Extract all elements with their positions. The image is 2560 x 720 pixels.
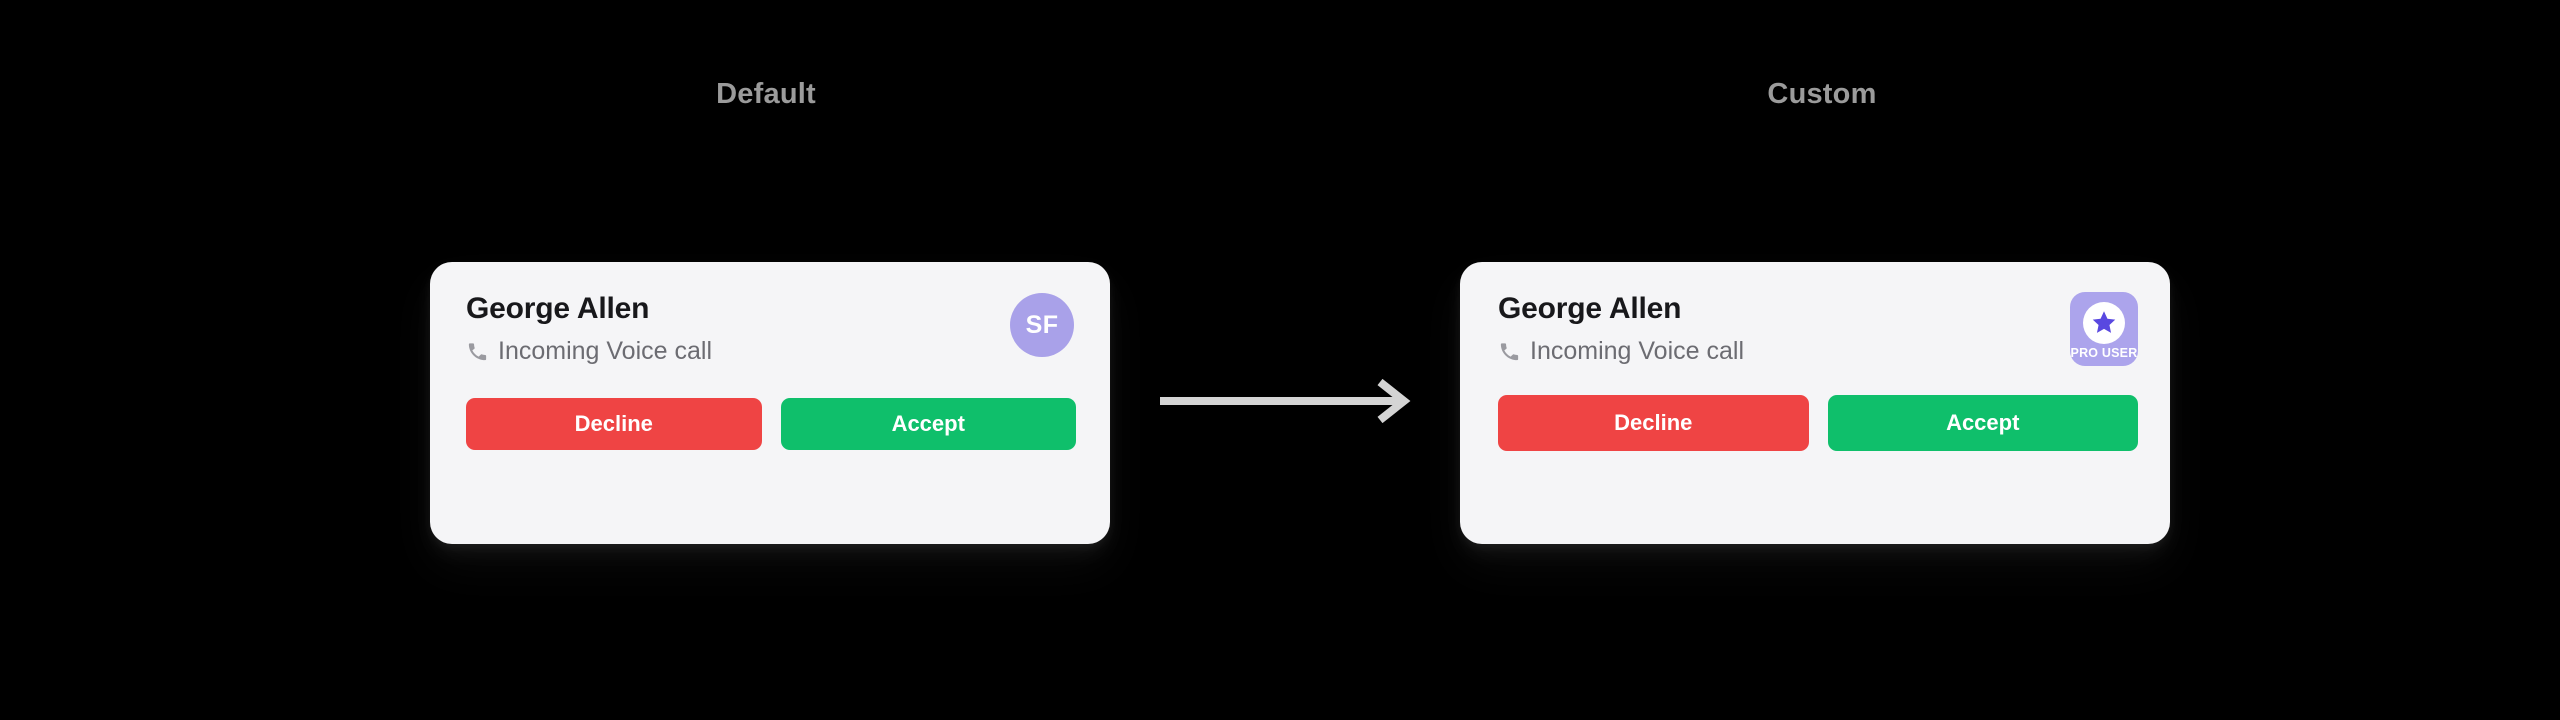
status-badge-label: PRO USER <box>2070 345 2138 360</box>
phone-receiver-icon <box>1498 340 1521 363</box>
call-card-header: George Allen Incoming Voice call PRO USE… <box>1498 292 2138 366</box>
accept-button[interactable]: Accept <box>1827 395 2138 451</box>
decline-button[interactable]: Decline <box>1498 395 1809 451</box>
accept-button[interactable]: Accept <box>780 398 1076 451</box>
call-card-custom: George Allen Incoming Voice call PRO USE… <box>1460 262 2170 544</box>
decline-button[interactable]: Decline <box>466 398 762 451</box>
avatar-initials: SF <box>1025 310 1059 339</box>
caller-name: George Allen <box>1498 292 1682 325</box>
call-card-header: George Allen Incoming Voice call SF <box>466 292 1076 365</box>
star-icon <box>2083 301 2125 344</box>
call-status-text: Incoming Voice call <box>498 336 713 365</box>
call-status-text: Incoming Voice call <box>1530 336 1745 365</box>
caller-name: George Allen <box>466 292 650 325</box>
phone-receiver-icon <box>466 340 489 363</box>
column-heading-custom: Custom <box>1767 78 1877 110</box>
arrow-right-icon <box>1158 378 1412 424</box>
avatar: SF <box>1010 293 1074 357</box>
column-heading-default: Default <box>716 78 816 110</box>
call-card-default: George Allen Incoming Voice call SF Decl… <box>430 262 1110 544</box>
call-actions: Decline Accept <box>466 398 1076 451</box>
status-badge: PRO USER <box>2070 292 2138 366</box>
call-actions: Decline Accept <box>1498 395 2138 451</box>
caller-info: George Allen Incoming Voice call <box>1498 292 1744 365</box>
caller-info: George Allen Incoming Voice call <box>466 292 712 365</box>
call-status-row: Incoming Voice call <box>1498 337 1744 366</box>
call-status-row: Incoming Voice call <box>466 337 712 366</box>
